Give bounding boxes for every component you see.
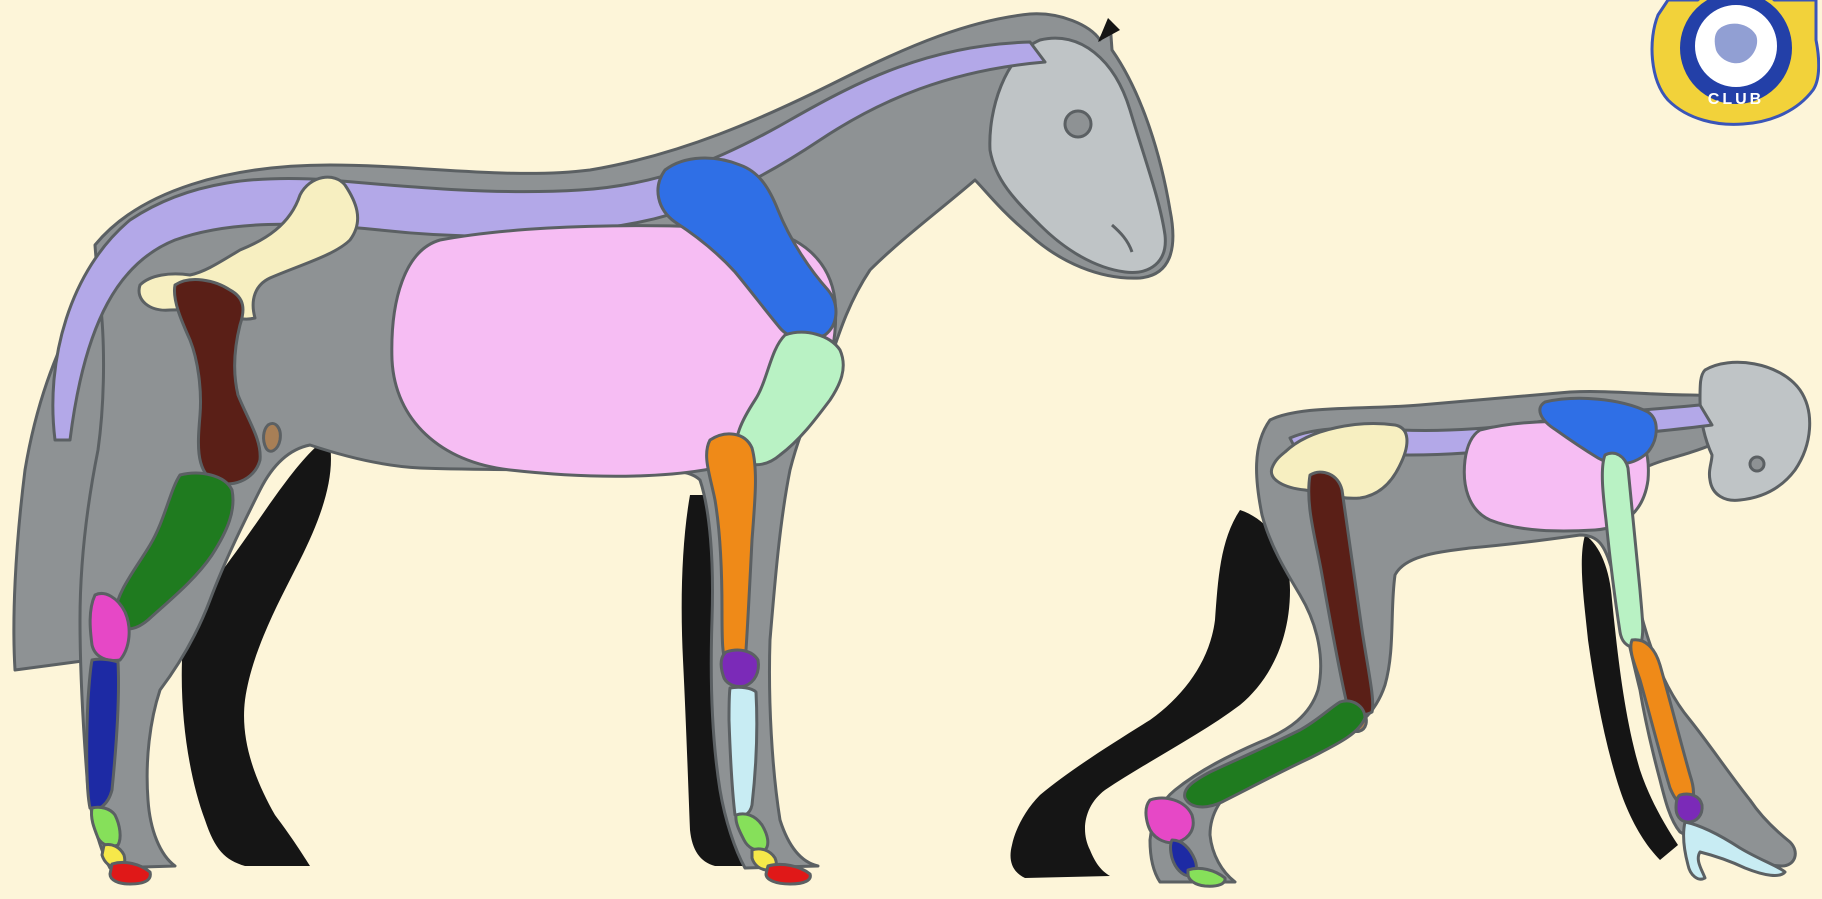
horse-fore-cannon (729, 687, 757, 816)
human-carpus (1676, 794, 1702, 822)
horse-patella (264, 423, 281, 451)
horse-figure (14, 14, 1173, 884)
horse-eye (1065, 111, 1091, 137)
horse-head (990, 38, 1165, 272)
human-head (1700, 362, 1810, 500)
horse-carpus (721, 650, 758, 686)
club-emblem-icon: CLUB (1648, 0, 1820, 126)
human-figure (1011, 362, 1810, 886)
horse-hind-cannon (87, 659, 119, 809)
human-eye (1750, 457, 1764, 471)
club-emblem-text: CLUB (1708, 91, 1764, 108)
